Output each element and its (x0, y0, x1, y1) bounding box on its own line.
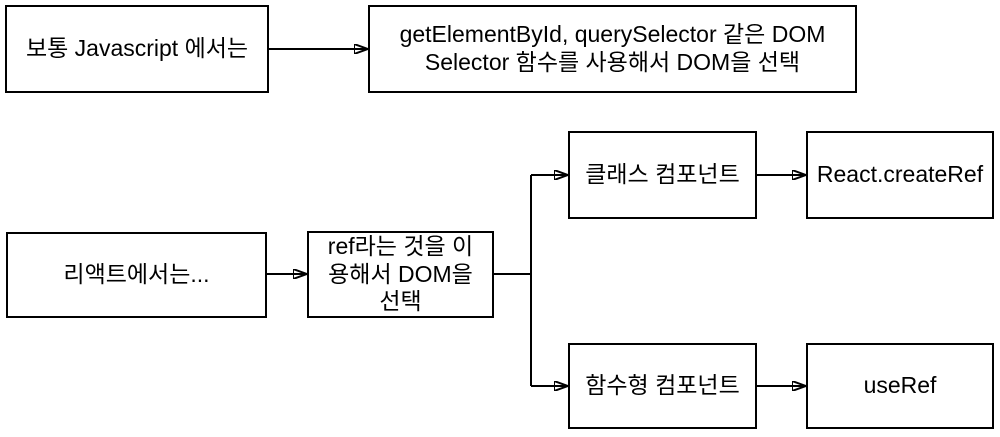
node-function-component: 함수형 컴포넌트 (568, 343, 757, 429)
node-react: 리액트에서는... (6, 232, 267, 318)
node-use-ref: useRef (806, 343, 994, 429)
node-ref-select: ref라는 것을 이 용해서 DOM을 선택 (307, 231, 494, 318)
node-dom-selector: getElementById, querySelector 같은 DOM Sel… (368, 5, 857, 93)
connector-refselect-branch-trunk (494, 175, 532, 386)
node-class-component: 클래스 컴포넌트 (568, 131, 757, 219)
node-js-plain: 보통 Javascript 에서는 (5, 5, 269, 93)
node-react-create-ref: React.createRef (806, 131, 994, 219)
